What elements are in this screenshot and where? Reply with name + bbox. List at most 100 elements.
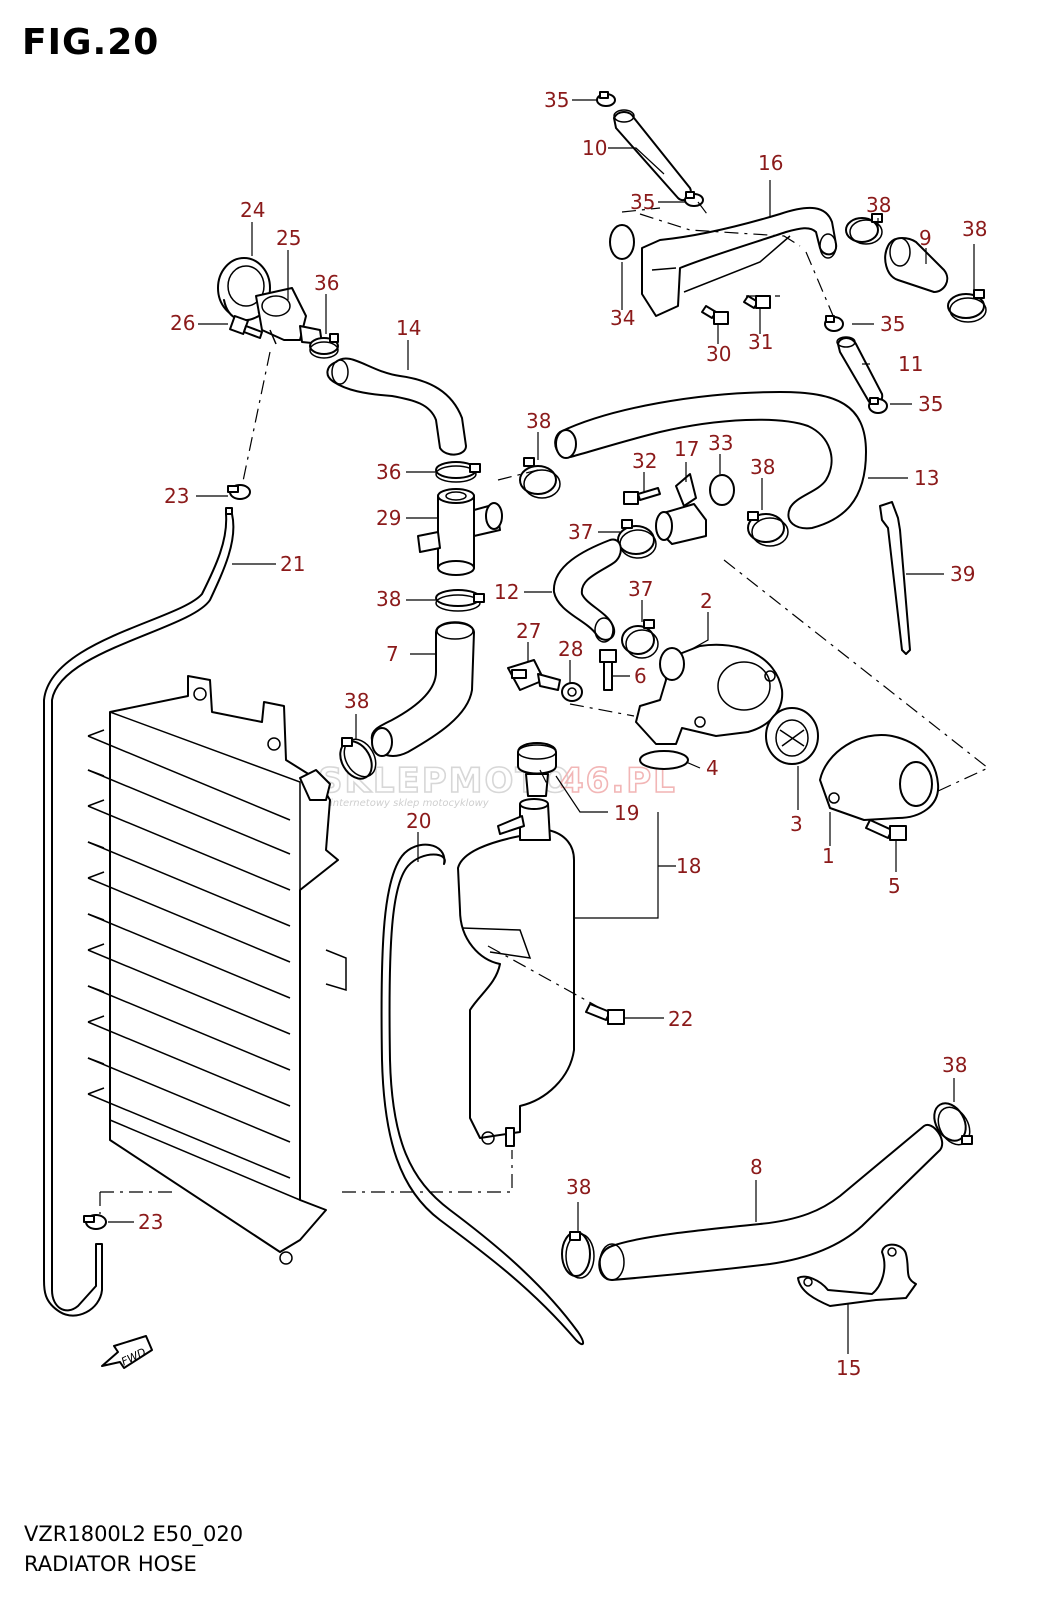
callout-3: 3 (790, 812, 803, 836)
filler-neck-25 (255, 287, 323, 345)
callout-14: 14 (396, 316, 421, 340)
clamp-38-hose8-lower (561, 1231, 595, 1279)
callout-12: 12 (494, 580, 519, 604)
callout-32: 32 (632, 449, 657, 473)
callout-18: 18 (676, 854, 701, 878)
callout-9: 9 (919, 226, 932, 250)
callout-8: 8 (750, 1155, 763, 1179)
callout-22: 22 (668, 1007, 693, 1031)
hose-8 (598, 1123, 943, 1281)
callout-24: 24 (240, 198, 265, 222)
clamp-38-hose13-right (747, 511, 789, 547)
fwd-arrow-icon: FWD (101, 1335, 153, 1369)
callout-35: 35 (544, 88, 569, 112)
figure-caption: RADIATOR HOSE (24, 1552, 197, 1576)
callout-5: 5 (888, 874, 901, 898)
bracket-15 (797, 1243, 917, 1307)
clamp-38-far-right (947, 289, 987, 323)
clamp-36-lower (435, 461, 481, 483)
bolt-31 (743, 295, 771, 309)
thermostat-3 (765, 707, 819, 765)
union-17 (655, 473, 707, 545)
clamp-37-upper (617, 519, 657, 559)
callout-29: 29 (376, 506, 401, 530)
callout-15: 15 (836, 1356, 861, 1380)
hose-13 (554, 391, 867, 530)
bolt-6 (599, 649, 617, 691)
callout-26: 26 (170, 311, 195, 335)
callout-33: 33 (708, 431, 733, 455)
hose-14 (326, 357, 467, 456)
o-ring-33 (709, 474, 735, 506)
thermostat-cover-1 (819, 734, 940, 821)
bolt-5 (865, 819, 907, 841)
callout-35: 35 (630, 190, 655, 214)
callout-36: 36 (376, 460, 401, 484)
hose-7 (370, 621, 475, 757)
clamp-23-top (227, 484, 251, 500)
clamp-36-upper (309, 333, 339, 359)
callout-10: 10 (582, 136, 607, 160)
o-ring-34 (609, 224, 635, 260)
model-code: VZR1800L2 E50_020 (24, 1522, 244, 1546)
callout-35: 35 (918, 392, 943, 416)
hose-20 (380, 843, 584, 1346)
temp-sensor-27 (507, 659, 561, 691)
hose-12 (552, 538, 622, 641)
callout-21: 21 (280, 552, 305, 576)
washer-28 (561, 682, 583, 702)
callout-38: 38 (376, 587, 401, 611)
callout-16: 16 (758, 151, 783, 175)
callout-38: 38 (942, 1053, 967, 1077)
clamp-38-hose13-left (519, 457, 561, 499)
callout-7: 7 (386, 642, 399, 666)
clamp-37-lower (621, 619, 659, 659)
clamp-38-joint-lower (435, 589, 485, 612)
callout-35: 35 (880, 312, 905, 336)
callout-38: 38 (750, 455, 775, 479)
clamp-38-hose8-upper (933, 1102, 973, 1146)
callout-37: 37 (628, 577, 653, 601)
clamp-38-pipe-end (845, 213, 883, 245)
clamp-35-hose11-top (824, 315, 844, 332)
callout-31: 31 (748, 330, 773, 354)
callout-27: 27 (516, 619, 541, 643)
callout-1: 1 (822, 844, 835, 868)
hose-10 (613, 111, 692, 202)
callout-20: 20 (406, 809, 431, 833)
watermark-subtitle: internetowy sklep motocyklowy (330, 798, 490, 809)
tie-band-39 (879, 501, 911, 655)
callout-4: 4 (706, 756, 719, 780)
clamp-35-pipe (684, 191, 704, 207)
callout-37: 37 (568, 520, 593, 544)
callout-28: 28 (558, 637, 583, 661)
reservoir-tank-18 (457, 798, 575, 1147)
bolt-26 (229, 315, 263, 339)
hose-21 (43, 513, 235, 1317)
callout-23: 23 (164, 484, 189, 508)
bolt-32 (623, 487, 661, 505)
callout-38: 38 (344, 689, 369, 713)
radiator (87, 675, 347, 1265)
reservoir-cap-19 (517, 742, 557, 797)
callout-38: 38 (962, 217, 987, 241)
water-pipe-16 (641, 206, 838, 317)
hose-11 (837, 337, 884, 406)
bolt-30 (701, 305, 729, 325)
clamp-38-radiator (339, 737, 377, 780)
callouts: 35 10 16 35 38 9 38 24 25 36 26 14 34 30… (138, 88, 987, 1380)
callout-23: 23 (138, 1210, 163, 1234)
callout-17: 17 (674, 437, 699, 461)
clamp-23-bottom (83, 1214, 107, 1230)
callout-30: 30 (706, 342, 731, 366)
clamp-35-top (596, 91, 616, 107)
callout-34: 34 (610, 306, 635, 330)
bolt-22 (585, 1003, 625, 1025)
figure-title: FIG.20 (22, 22, 160, 63)
callout-36: 36 (314, 271, 339, 295)
callout-6: 6 (634, 664, 647, 688)
clamp-35-hose11-bottom (868, 397, 888, 414)
hose-9 (884, 237, 949, 293)
callout-39: 39 (950, 562, 975, 586)
o-ring-4 (639, 750, 689, 770)
